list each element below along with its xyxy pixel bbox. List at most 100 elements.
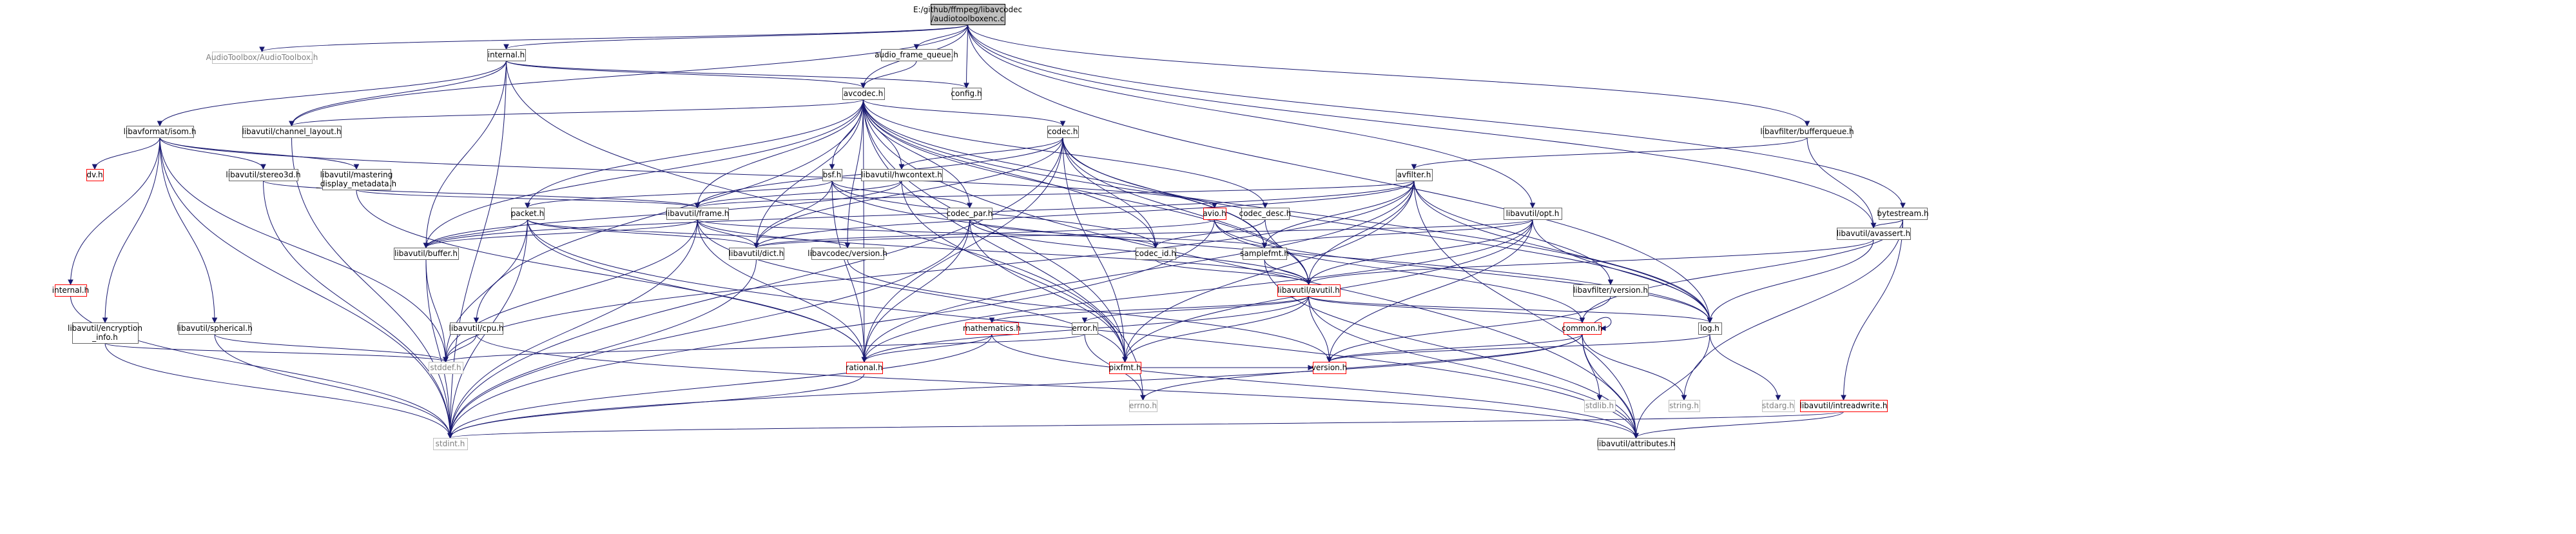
node-pixfmt[interactable]: pixfmt.h <box>1109 362 1141 374</box>
node-spherical[interactable]: libavutil/spherical.h <box>177 322 253 335</box>
node-label: libavutil/spherical.h <box>177 324 253 333</box>
node-label: libavutil/encryption <box>68 324 142 333</box>
node-avutil[interactable]: libavutil/avutil.h <box>1277 284 1341 297</box>
edge-root-to-chlayout <box>291 24 968 126</box>
node-label: _display_metadata.h <box>316 179 396 188</box>
node-avcodec[interactable]: avcodec.h <box>842 88 885 100</box>
node-opt[interactable]: libavutil/opt.h <box>1504 208 1562 220</box>
edge-avfilter-to-avutil <box>1308 180 1415 285</box>
node-afq[interactable]: audio_frame_queue.h <box>875 49 958 61</box>
node-codec_desc[interactable]: codec_desc.h <box>1239 208 1292 220</box>
arrowhead <box>1870 222 1877 229</box>
node-box <box>881 49 953 61</box>
arrowhead <box>447 433 453 439</box>
node-frame[interactable]: libavutil/frame.h <box>666 208 730 220</box>
node-internal_h[interactable]: internal.h <box>487 49 526 61</box>
node-config[interactable]: config.h <box>951 88 982 100</box>
edge-avfilter-to-stddef <box>445 180 1415 362</box>
node-label: libavutil/avassert.h <box>1837 229 1911 238</box>
edge-encryption-to-stddef <box>104 342 446 362</box>
node-attributes[interactable]: libavutil/attributes.h <box>1597 438 1676 450</box>
node-stereo3d[interactable]: libavutil/stereo3d.h <box>226 169 301 181</box>
node-box <box>822 169 842 181</box>
edge-bsf-to-codec_id <box>831 180 1156 248</box>
node-root[interactable]: E:/github/ffmpeg/libavcodec/audiotoolbox… <box>913 4 1022 25</box>
node-box <box>433 438 468 450</box>
edge-buffer-to-stddef <box>425 259 446 362</box>
edge-bufferqueue-to-avfilter <box>1413 137 1808 170</box>
node-version[interactable]: version.h <box>1312 362 1347 374</box>
node-codec_par[interactable]: codec_par.h <box>947 208 993 220</box>
node-hwcontext[interactable]: libavutil/hwcontext.h <box>861 169 943 181</box>
edge-avfilter-to-rational <box>864 180 1415 362</box>
node-box <box>1879 208 1928 220</box>
edge-avfilter-to-attributes <box>1413 180 1636 439</box>
node-avassert[interactable]: libavutil/avassert.h <box>1837 228 1911 240</box>
node-common[interactable]: common.h <box>1562 322 1603 335</box>
arrowhead <box>1261 242 1268 249</box>
file-nodes: E:/github/ffmpeg/libavcodec/audiotoolbox… <box>52 4 1929 450</box>
node-bufferqueue[interactable]: libavfilter/bufferqueue.h <box>1760 126 1854 138</box>
node-box <box>1763 126 1852 138</box>
node-stdint: stdint.h <box>433 438 468 450</box>
node-mastering[interactable]: libavutil/mastering_display_metadata.h <box>316 169 396 190</box>
node-box <box>965 322 1019 335</box>
node-label: libavutil/opt.h <box>1506 209 1560 218</box>
node-samplefmt[interactable]: samplefmt.h <box>1240 248 1289 260</box>
node-log[interactable]: log.h <box>1698 322 1722 335</box>
edge-codec_desc-to-codec_id <box>1155 219 1266 248</box>
edge-internal_h-to-avcodec <box>506 60 864 88</box>
node-lavcversion[interactable]: libavcodec/version.h <box>808 248 887 260</box>
node-label: string.h <box>1669 401 1699 410</box>
node-dv[interactable]: dv.h <box>86 169 104 181</box>
arrowhead <box>989 317 995 324</box>
node-box <box>487 49 526 61</box>
node-lavfiversion[interactable]: libavfilter/version.h <box>1573 284 1649 297</box>
node-bsf[interactable]: bsf.h <box>822 169 842 181</box>
node-mathematics[interactable]: mathematics.h <box>963 322 1021 335</box>
node-isom[interactable]: libavformat/isom.h <box>124 126 197 138</box>
node-codec_h[interactable]: codec.h <box>1047 126 1079 138</box>
node-packet[interactable]: packet.h <box>511 208 545 220</box>
edge-internal_h-to-pixfmt <box>506 60 1125 362</box>
node-label: mathematics.h <box>963 324 1021 333</box>
node-atb: AudioToolbox/AudioToolbox.h <box>206 52 318 64</box>
node-internal_red[interactable]: internal.h <box>52 284 89 297</box>
node-box <box>1241 208 1290 220</box>
edge-avcodec-to-codec_h <box>863 99 1063 126</box>
node-encryption[interactable]: libavutil/encryption_info.h <box>68 322 142 344</box>
node-label: codec_par.h <box>947 209 993 218</box>
node-error[interactable]: error.h <box>1072 322 1098 335</box>
edge-avcodec-to-codec_par <box>863 99 970 208</box>
edge-common-to-version <box>1329 333 1583 362</box>
node-buffer[interactable]: libavutil/buffer.h <box>394 248 459 260</box>
edge-avcodec-to-errno <box>863 99 1143 400</box>
edge-chlayout-to-stdint <box>291 137 450 439</box>
node-label: avio.h <box>1203 209 1226 218</box>
node-chlayout[interactable]: libavutil/channel_layout.h <box>242 126 342 138</box>
node-avfilter[interactable]: avfilter.h <box>1396 169 1433 181</box>
node-avio[interactable]: avio.h <box>1203 208 1226 220</box>
edge-codec_id-to-avutil <box>1155 259 1309 285</box>
node-label: /audiotoolboxenc.c <box>931 14 1004 23</box>
edge-internal_h-to-chlayout <box>291 60 507 126</box>
node-rational[interactable]: rational.h <box>846 362 883 374</box>
node-label: bsf.h <box>823 170 842 179</box>
arrowhead <box>694 203 701 209</box>
node-dict[interactable]: libavutil/dict.h <box>729 248 784 260</box>
node-bytestream[interactable]: bytestream.h <box>1877 208 1929 220</box>
edge-root-to-internal_h <box>506 24 968 50</box>
edge-packet-to-lavcversion <box>527 219 848 248</box>
edge-mathematics-to-stdint <box>450 333 993 439</box>
node-label: error.h <box>1072 324 1097 333</box>
node-label: libavutil/frame.h <box>666 209 730 218</box>
node-box <box>1047 126 1079 138</box>
edge-mathematics-to-attributes <box>991 333 1636 439</box>
node-cpu[interactable]: libavutil/cpu.h <box>449 322 504 335</box>
node-intreadwrite[interactable]: libavutil/intreadwrite.h <box>1799 400 1888 412</box>
node-codec_id[interactable]: codec_id.h <box>1135 248 1176 260</box>
node-label: stddef.h <box>430 363 461 372</box>
edge-intreadwrite-to-attributes <box>1636 411 1844 439</box>
node-box <box>666 208 729 220</box>
